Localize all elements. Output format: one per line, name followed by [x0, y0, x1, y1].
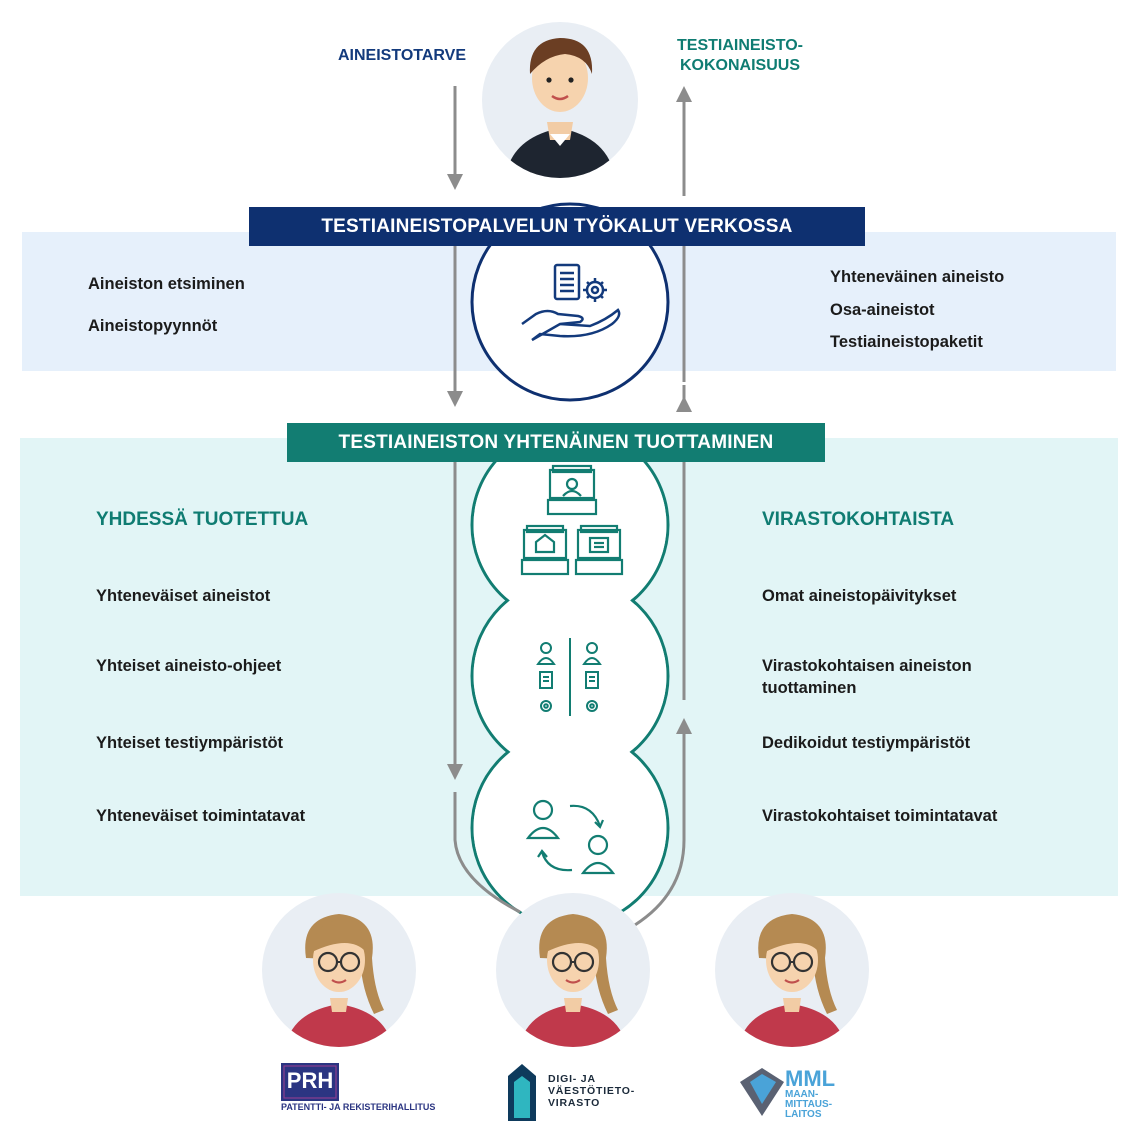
- production-banner-label: TESTIAINEISTON YHTENÄINEN TUOTTAMINEN: [338, 431, 774, 453]
- mml-logo-line3: LAITOS: [785, 1109, 822, 1120]
- agency-specific-item: Omat aineistopäivitykset: [762, 587, 957, 605]
- jointly-produced-item: Yhteneväiset toimintatavat: [96, 807, 306, 825]
- jointly-produced-item: Yhteneväiset aineistot: [96, 587, 271, 605]
- test-data-package-heading-line2: KOKONAISUUS: [679, 57, 800, 74]
- dvv-logo-mark: [508, 1064, 536, 1121]
- agency-specific-item: Dedikoidut testiympäristöt: [762, 734, 971, 752]
- test-data-package-heading-line1: TESTIAINEISTO-: [677, 37, 803, 54]
- prh-logo-mark: [281, 1063, 339, 1101]
- dvv-logo-text: DIGI- JA VÄESTÖTIETO- VIRASTO: [548, 1073, 635, 1109]
- prh-logo-text: PRH: [286, 1068, 334, 1093]
- archive-boxes-icon: [520, 464, 624, 576]
- production-banner: TESTIAINEISTON YHTENÄINEN TUOTTAMINEN: [287, 423, 825, 462]
- jointly-produced-item: Yhteiset testiympäristöt: [96, 734, 284, 752]
- agency-user-avatar-mml-icon: [715, 893, 869, 1047]
- mml-logo-line1: MAAN-: [785, 1090, 819, 1100]
- online-right-item: Testiaineistopaketit: [830, 333, 983, 351]
- mml-logo-name: MAAN- MITTAUS- LAITOS: [785, 1090, 832, 1121]
- agency-user-avatar-dvv-icon: [496, 893, 650, 1047]
- online-right-item: Yhteneväinen aineisto: [830, 268, 1005, 286]
- agency-specific-heading: VIRASTOKOHTAISTA: [762, 509, 955, 530]
- hand-document-gear-icon: [521, 263, 621, 342]
- online-left-item: Aineistopyynnöt: [88, 317, 218, 335]
- online-tools-banner-label: TESTIAINEISTOPALVELUN TYÖKALUT VERKOSSA: [321, 215, 793, 237]
- dvv-logo-line3: VIRASTO: [548, 1097, 601, 1109]
- mml-logo-text: MML: [785, 1066, 836, 1091]
- people-exchange-icon: [525, 799, 616, 875]
- agency-user-avatar-prh-icon: [262, 893, 416, 1047]
- agency-specific-item: Virastokohtaiset toimintatavat: [762, 807, 998, 825]
- prh-logo-name: PATENTTI- JA REKISTERIHALLITUS: [281, 1102, 436, 1112]
- online-tools-circle: [470, 202, 670, 402]
- dvv-logo-line1: DIGI- JA: [548, 1073, 596, 1085]
- online-left-item: Aineiston etsiminen: [88, 275, 245, 293]
- online-tools-banner: TESTIAINEISTOPALVELUN TYÖKALUT VERKOSSA: [249, 207, 865, 246]
- user-avatar-icon: [482, 22, 638, 178]
- jointly-produced-heading: YHDESSÄ TUOTETTUA: [96, 509, 309, 530]
- flow-arrows: [447, 86, 692, 930]
- mml-logo-mark: [740, 1068, 784, 1116]
- agencies-compare-icon: [536, 638, 602, 716]
- data-need-heading: AINEISTOTARVE: [337, 47, 467, 64]
- test-data-package-heading: TESTIAINEISTO- KOKONAISUUS: [640, 36, 840, 76]
- jointly-produced-item: Yhteiset aineisto-ohjeet: [96, 657, 282, 675]
- mml-logo-line2: MITTAUS-: [785, 1099, 833, 1110]
- online-right-item: Osa-aineistot: [830, 301, 935, 319]
- dvv-logo-line2: VÄESTÖTIETO-: [548, 1085, 635, 1097]
- agency-specific-item: Virastokohtaisen aineiston tuottaminen: [762, 657, 972, 697]
